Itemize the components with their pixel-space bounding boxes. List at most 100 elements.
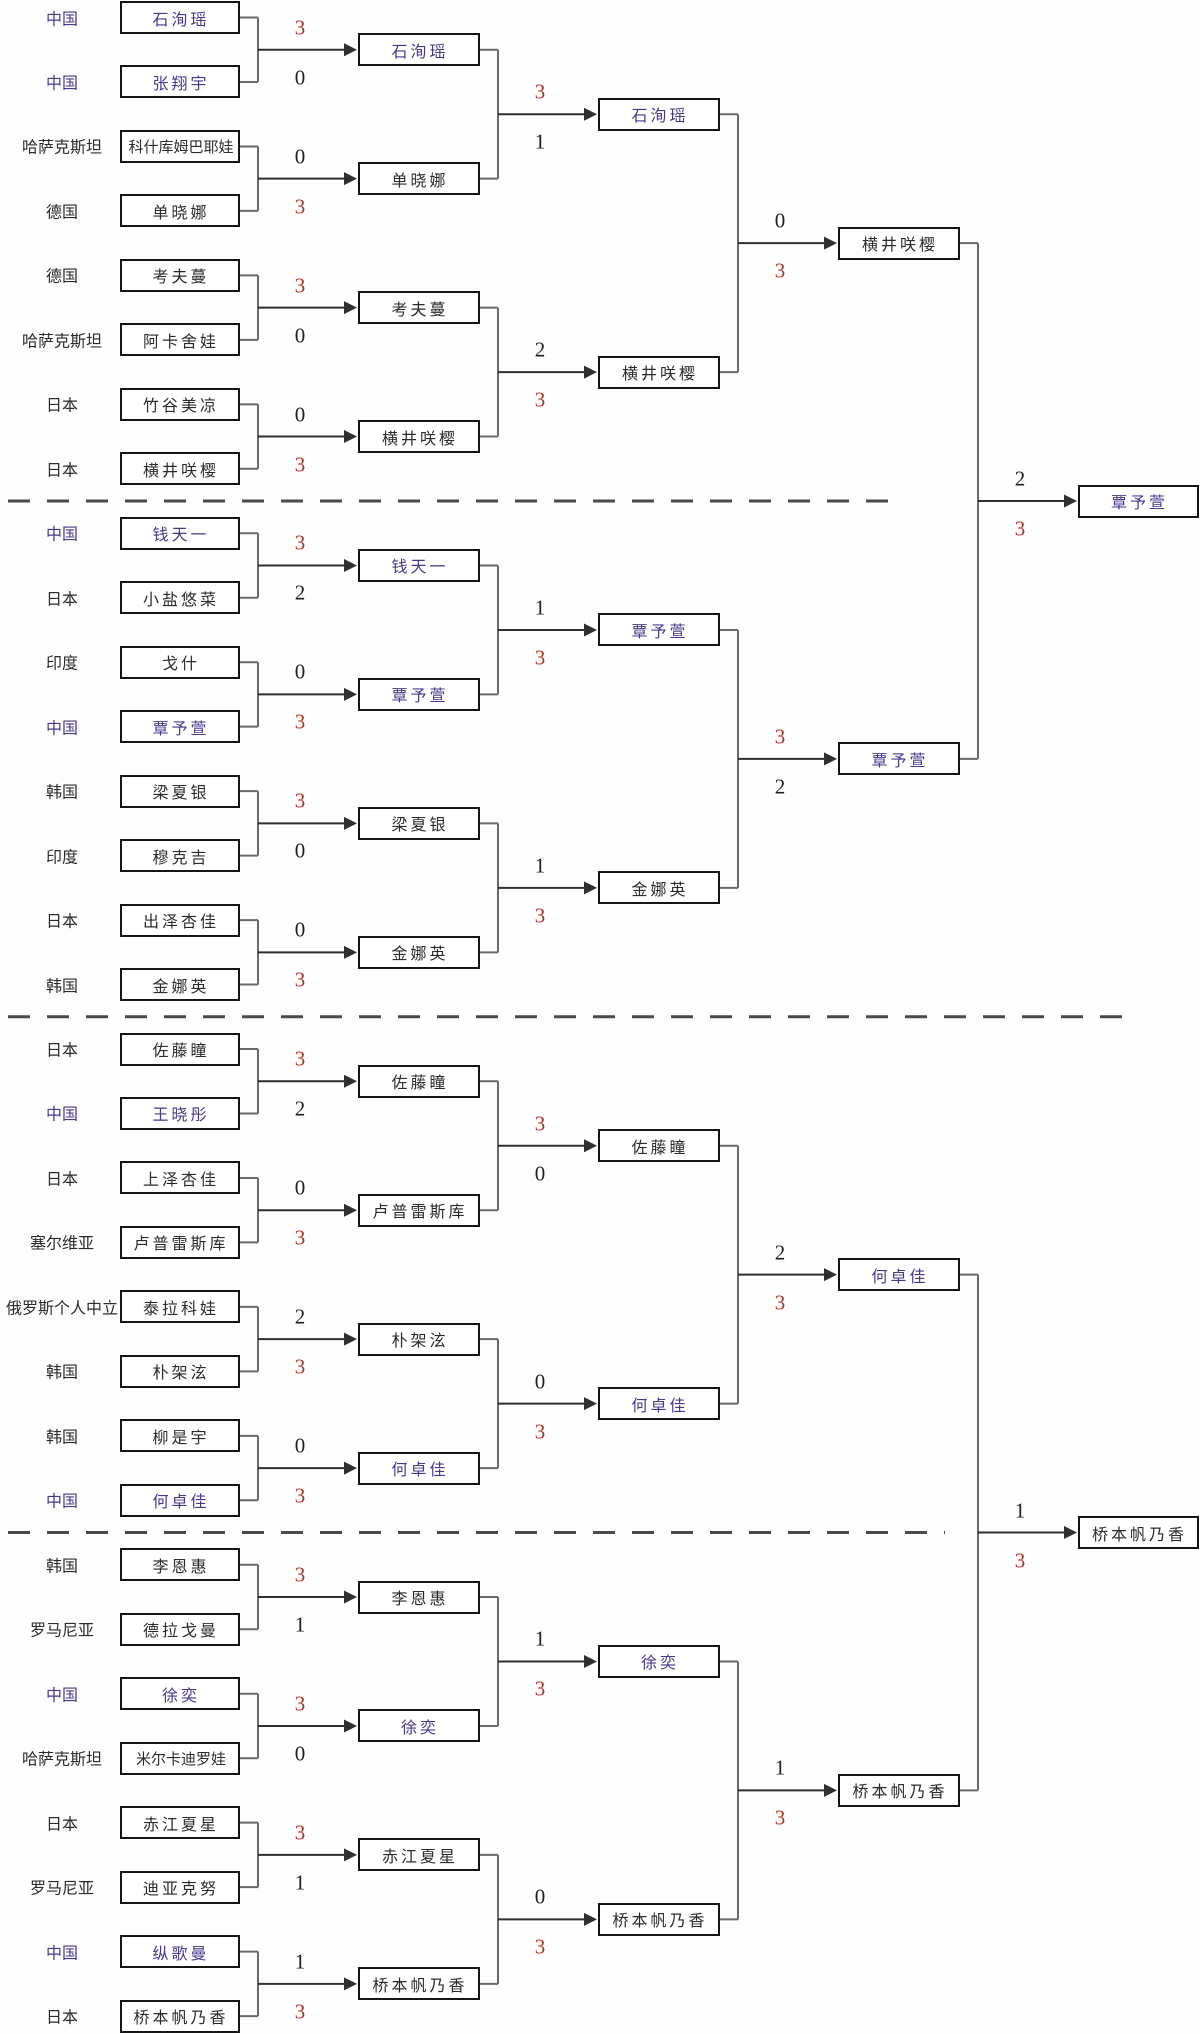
country-label: 韩国 xyxy=(45,1429,78,1447)
player-box-label: 科什库姆巴耶娃 xyxy=(128,138,234,156)
winner-box: 桥本帆乃香 xyxy=(598,1902,720,1936)
player-box-label: 考夫蔓 xyxy=(152,269,210,287)
player-box: 迪亚克努 xyxy=(120,1870,240,1904)
country-label: 日本 xyxy=(45,397,78,415)
winner-box: 何卓佳 xyxy=(358,1451,480,1485)
arrowhead-icon xyxy=(344,1332,357,1346)
country-label: 印度 xyxy=(45,655,78,673)
player-box: 横井咲樱 xyxy=(120,452,240,486)
winner-box: 横井咲樱 xyxy=(598,355,720,389)
score-label: 3 xyxy=(1014,516,1026,541)
arrowhead-icon xyxy=(1064,1526,1077,1540)
player-box: 竹谷美凉 xyxy=(120,387,240,421)
winner-box: 桥本帆乃香 xyxy=(358,1967,480,2001)
arrowhead-icon xyxy=(1064,494,1077,508)
arrowhead-icon xyxy=(584,1139,597,1153)
country-label: 中国 xyxy=(45,526,78,544)
country-label: 哈萨克斯坦 xyxy=(21,139,102,157)
country-label: 日本 xyxy=(45,1816,78,1834)
arrowhead-icon xyxy=(824,1783,837,1797)
winner-box: 何卓佳 xyxy=(838,1258,960,1292)
country-label: 韩国 xyxy=(45,1558,78,1576)
score-label: 0 xyxy=(534,1369,546,1394)
arrowhead-icon xyxy=(344,1074,357,1088)
country-label: 中国 xyxy=(45,11,78,29)
score-label: 3 xyxy=(294,1691,306,1716)
player-box: 穆克吉 xyxy=(120,839,240,873)
winner-box: 梁夏银 xyxy=(358,806,480,840)
score-label: 3 xyxy=(294,1046,306,1071)
winner-box: 覃予萱 xyxy=(1078,484,1199,518)
arrowhead-icon xyxy=(344,1203,357,1217)
winner-box-label: 佐藤瞳 xyxy=(391,1075,449,1093)
winner-box: 考夫蔓 xyxy=(358,291,480,325)
winner-box-label: 桥本帆乃香 xyxy=(852,1784,948,1802)
player-box-label: 梁夏银 xyxy=(152,785,210,803)
winner-box-label: 覃予萱 xyxy=(631,623,689,641)
arrowhead-icon xyxy=(584,1397,597,1411)
score-label: 3 xyxy=(294,1225,306,1250)
player-box: 上泽杏佳 xyxy=(120,1161,240,1195)
country-label: 中国 xyxy=(45,1687,78,1705)
player-box-label: 米尔卡迪罗娃 xyxy=(135,1750,226,1768)
score-label: 3 xyxy=(294,452,306,477)
country-label: 罗马尼亚 xyxy=(29,1880,94,1898)
arrowhead-icon xyxy=(824,1268,837,1282)
country-label: 罗马尼亚 xyxy=(29,1622,94,1640)
player-box-label: 石洵瑶 xyxy=(152,11,210,29)
player-box-label: 李恩惠 xyxy=(152,1558,210,1576)
winner-box: 徐奕 xyxy=(598,1644,720,1678)
score-label: 2 xyxy=(534,337,546,362)
arrowhead-icon xyxy=(824,236,837,250)
winner-box: 金娜英 xyxy=(358,935,480,969)
player-box-label: 小盐悠菜 xyxy=(142,591,219,609)
score-label: 0 xyxy=(294,323,306,348)
score-label: 3 xyxy=(534,1111,546,1136)
score-label: 1 xyxy=(294,1949,306,1974)
player-box: 金娜英 xyxy=(120,968,240,1002)
player-box-label: 何卓佳 xyxy=(152,1494,210,1512)
player-box: 朴架泫 xyxy=(120,1354,240,1388)
country-label: 印度 xyxy=(45,849,78,867)
winner-box-label: 梁夏银 xyxy=(391,817,449,835)
score-label: 3 xyxy=(534,79,546,104)
player-box-label: 纵歌曼 xyxy=(152,1945,210,1963)
score-label: 0 xyxy=(774,208,786,233)
score-label: 3 xyxy=(294,1999,306,2024)
player-box: 纵歌曼 xyxy=(120,1935,240,1969)
winner-box-label: 石洵瑶 xyxy=(631,108,689,126)
arrowhead-icon xyxy=(344,687,357,701)
score-label: 3 xyxy=(774,258,786,283)
player-box: 徐奕 xyxy=(120,1677,240,1711)
country-label: 日本 xyxy=(45,462,78,480)
score-label: 3 xyxy=(534,1934,546,1959)
player-box: 戈什 xyxy=(120,645,240,679)
country-label: 德国 xyxy=(45,268,78,286)
score-label: 1 xyxy=(294,1870,306,1895)
player-box-label: 出泽杏佳 xyxy=(142,914,219,932)
arrowhead-icon xyxy=(344,1461,357,1475)
arrowhead-icon xyxy=(344,1848,357,1862)
player-box-label: 横井咲樱 xyxy=(142,462,219,480)
score-label: 0 xyxy=(294,1433,306,1458)
winner-box: 佐藤瞳 xyxy=(598,1129,720,1163)
winner-box-label: 覃予萱 xyxy=(391,688,449,706)
score-label: 3 xyxy=(534,903,546,928)
player-box: 德拉戈曼 xyxy=(120,1612,240,1646)
player-box-label: 卢普雷斯库 xyxy=(133,1236,229,1254)
winner-box-label: 徐奕 xyxy=(640,1655,679,1673)
arrowhead-icon xyxy=(344,558,357,572)
winner-box: 李恩惠 xyxy=(358,1580,480,1614)
score-label: 3 xyxy=(294,967,306,992)
arrowhead-icon xyxy=(344,43,357,57)
player-box: 李恩惠 xyxy=(120,1548,240,1582)
score-label: 0 xyxy=(294,1741,306,1766)
score-label: 3 xyxy=(294,530,306,555)
arrowhead-icon xyxy=(584,365,597,379)
score-label: 3 xyxy=(534,387,546,412)
score-label: 3 xyxy=(774,1290,786,1315)
score-label: 0 xyxy=(534,1161,546,1186)
player-box: 阿卡舍娃 xyxy=(120,323,240,357)
winner-box-label: 桥本帆乃香 xyxy=(1091,1526,1187,1544)
player-box: 佐藤瞳 xyxy=(120,1032,240,1066)
